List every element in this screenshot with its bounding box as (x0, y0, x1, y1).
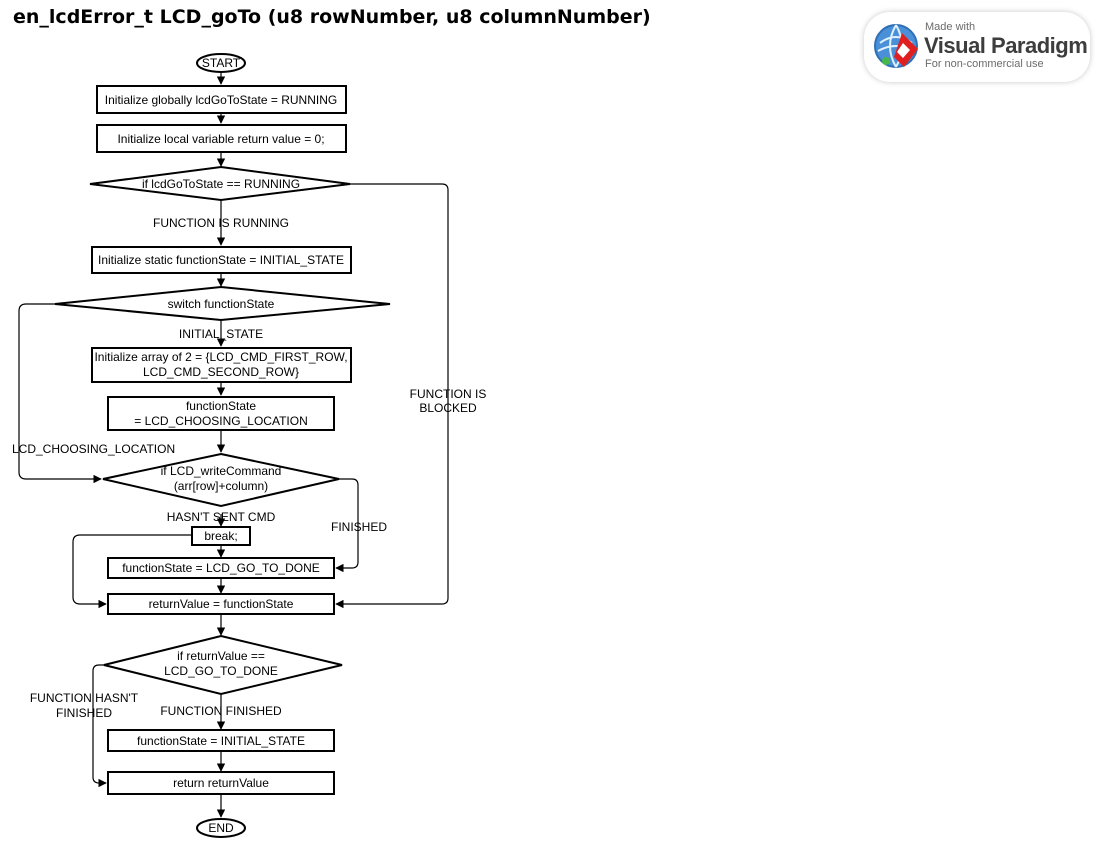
node-set-done-label: functionState = LCD_GO_TO_DONE (122, 561, 320, 575)
node-set-choosing-line2: = LCD_CHOOSING_LOCATION (134, 414, 307, 428)
label-finished: FINISHED (331, 520, 387, 534)
node-end-label: END (208, 821, 234, 835)
node-if-ret-line1: if returnValue == (177, 649, 265, 663)
node-init-local: Initialize local variable return value =… (96, 124, 347, 153)
label-hasnt-sent: HASN'T SENT CMD (167, 510, 276, 524)
node-return-label: return returnValue (173, 776, 269, 790)
node-init-array-line2: LCD_CMD_SECOND_ROW} (143, 365, 299, 379)
label-function-blocked-line2: BLOCKED (419, 401, 477, 415)
label-not-finished-line2: FINISHED (56, 706, 112, 720)
label-choosing-location: LCD_CHOOSING_LOCATION (12, 442, 175, 456)
label-not-finished-line1: FUNCTION HASN'T (30, 691, 139, 705)
node-ret-assign-label: returnValue = functionState (149, 597, 294, 611)
edge-function-not-finished (92, 664, 107, 788)
node-reset-state: functionState = INITIAL_STATE (107, 729, 335, 752)
node-init-array-line1: Initialize array of 2 = {LCD_CMD_FIRST_R… (94, 350, 347, 364)
edge-choosing-location (18, 303, 102, 484)
node-if-ret-line2: LCD_GO_TO_DONE (164, 664, 278, 678)
visual-paradigm-watermark[interactable]: Made with Visual Paradigm For non-commer… (864, 12, 1090, 82)
node-break: break; (191, 526, 251, 546)
node-set-choosing-line1: functionState (186, 399, 256, 413)
node-break-label: break; (204, 529, 237, 543)
node-init-global: Initialize globally lcdGoToState = RUNNI… (96, 85, 347, 114)
node-end: END (196, 818, 246, 838)
node-if-running: if lcdGoToState == RUNNING (89, 165, 351, 202)
node-switch-state-label: switch functionState (168, 297, 275, 311)
node-if-write-line1: if LCD_writeCommand (161, 464, 282, 478)
node-if-write-line2: (arr[row]+column) (174, 479, 268, 493)
node-init-local-label: Initialize local variable return value =… (117, 132, 324, 146)
node-if-write-command: if LCD_writeCommand (arr[row]+column) (102, 452, 340, 508)
node-init-array: Initialize array of 2 = {LCD_CMD_FIRST_R… (91, 347, 352, 383)
label-initial-state: INITIAL_STATE (179, 327, 263, 341)
label-function-blocked-line1: FUNCTION IS (410, 387, 487, 401)
node-start-label: START (202, 56, 241, 70)
edge-labels: FUNCTION IS RUNNING INITIAL_STATE FUNCTI… (12, 216, 486, 720)
node-init-static: Initialize static functionState = INITIA… (91, 246, 352, 274)
edge-function-blocked (335, 183, 449, 609)
node-set-done: functionState = LCD_GO_TO_DONE (107, 557, 335, 579)
node-set-choosing: functionState = LCD_CHOOSING_LOCATION (107, 396, 335, 431)
connectors (18, 72, 449, 818)
watermark-brand: Visual Paradigm (924, 33, 1088, 58)
edge-break-to-ret-assign (72, 534, 192, 609)
node-start: START (196, 53, 246, 73)
node-reset-state-label: functionState = INITIAL_STATE (137, 734, 305, 748)
node-init-global-label: Initialize globally lcdGoToState = RUNNI… (105, 93, 337, 107)
edge-finished (335, 478, 359, 573)
page-title: en_lcdError_t LCD_goTo (u8 rowNumber, u8… (13, 6, 651, 28)
node-switch-state: switch functionState (54, 285, 391, 322)
node-init-static-label: Initialize static functionState = INITIA… (98, 253, 344, 267)
node-if-running-label: if lcdGoToState == RUNNING (142, 177, 300, 191)
node-return: return returnValue (107, 771, 335, 795)
watermark-subtitle: For non-commercial use (925, 58, 1044, 70)
node-if-return-done: if returnValue == LCD_GO_TO_DONE (103, 634, 343, 696)
label-function-running: FUNCTION IS RUNNING (153, 216, 289, 230)
node-ret-assign: returnValue = functionState (107, 593, 335, 615)
label-function-finished: FUNCTION FINISHED (160, 704, 282, 718)
watermark-made-with: Made with (925, 21, 976, 33)
visual-paradigm-logo-icon (874, 24, 918, 68)
